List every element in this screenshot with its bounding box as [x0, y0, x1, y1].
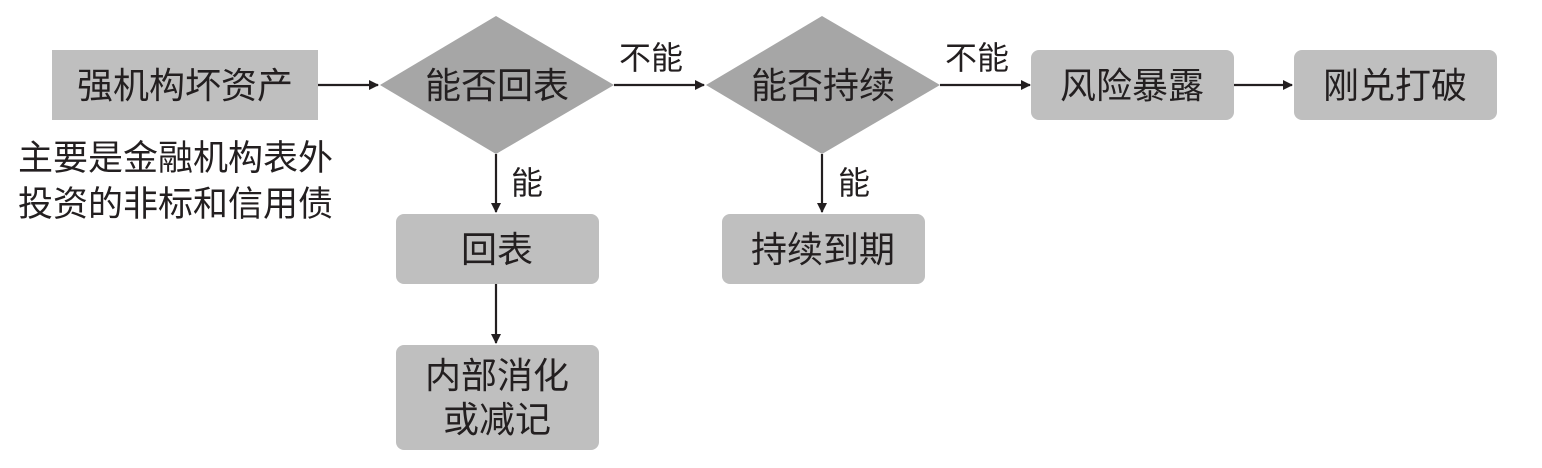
- edge-label-decision2-yes: 能: [838, 164, 870, 202]
- node-decision2: 能否持续: [706, 16, 940, 154]
- node-return-to-balance: 回表: [396, 214, 599, 284]
- node-internal-digest: 内部消化 或减记: [396, 345, 599, 450]
- node-hold-to-maturity-label: 持续到期: [751, 230, 895, 271]
- node-decision1: 能否回表: [380, 16, 614, 154]
- edge-label-decision2-no: 不能: [945, 39, 1009, 77]
- node-start-label: 强机构坏资产: [77, 66, 293, 107]
- node-risk-exposure: 风险暴露: [1031, 50, 1234, 120]
- node-decision1-label: 能否回表: [425, 66, 569, 107]
- node-internal-digest-line-2: 或减记: [443, 400, 551, 441]
- note-line-1: 主要是金融机构表外: [18, 139, 333, 179]
- node-risk-exposure-label: 风险暴露: [1060, 66, 1204, 107]
- node-start: 强机构坏资产: [52, 50, 318, 120]
- node-hold-to-maturity: 持续到期: [722, 214, 925, 284]
- edge-label-decision1-yes: 能: [511, 164, 543, 202]
- node-decision2-label: 能否持续: [751, 66, 895, 107]
- note-line-2: 投资的非标和信用债: [18, 185, 333, 225]
- node-internal-digest-line-1: 内部消化: [425, 356, 569, 397]
- node-break-guarantee-label: 刚兑打破: [1323, 66, 1467, 107]
- edge-label-decision1-no: 不能: [619, 39, 683, 77]
- node-break-guarantee: 刚兑打破: [1294, 50, 1497, 120]
- node-return-to-balance-label: 回表: [461, 230, 533, 271]
